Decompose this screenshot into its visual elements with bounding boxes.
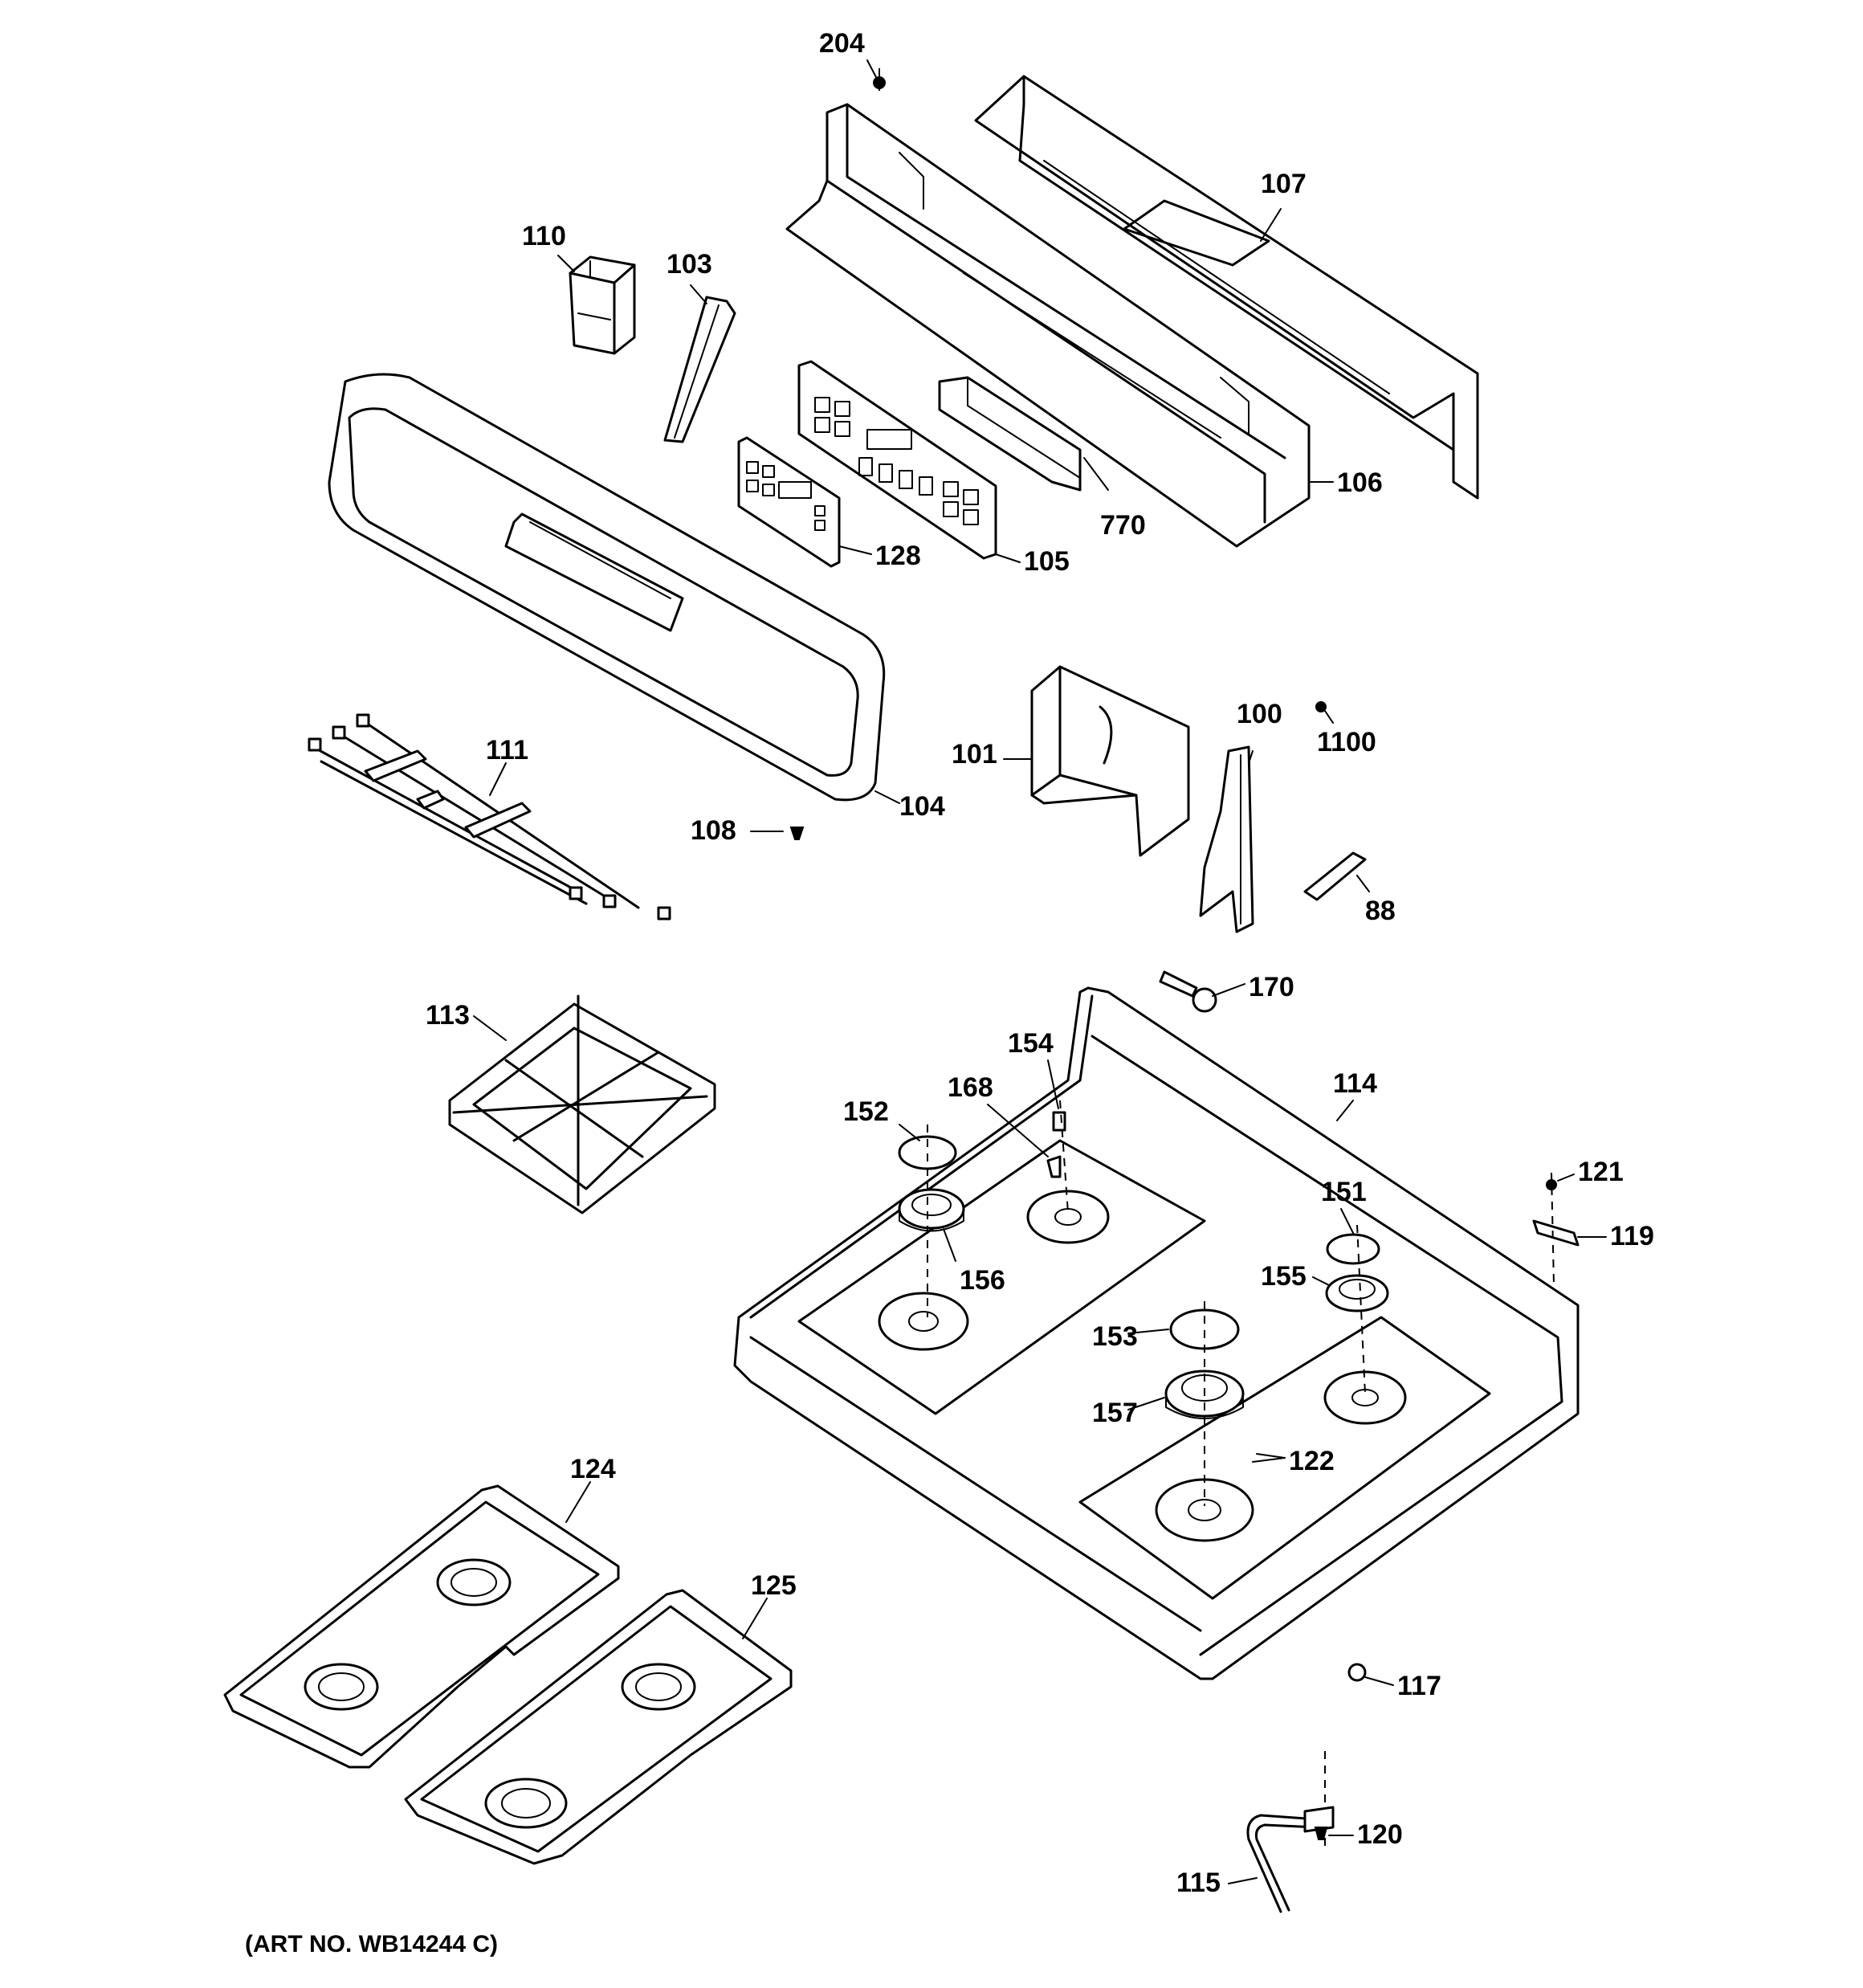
part-104-backsplash: [328, 373, 886, 802]
part-151-burner-cap: [1326, 1233, 1380, 1265]
label-152: 152: [843, 1096, 889, 1127]
part-128-overlay: [737, 436, 841, 568]
part-115-wire-bracket: [1246, 1806, 1335, 1913]
label-101: 101: [952, 739, 997, 769]
label-110: 110: [522, 221, 566, 251]
screw-1100: [1315, 701, 1327, 712]
label-114: 114: [1333, 1068, 1377, 1099]
leader-lines: [473, 59, 1607, 1884]
label-770: 770: [1100, 510, 1146, 541]
part-117-nut: [1347, 1663, 1367, 1682]
part-labels: 204 107 110 103 106 770 128 105 111 101 …: [245, 28, 1654, 1957]
part-156-burner-head: [898, 1188, 965, 1232]
label-103: 103: [667, 249, 712, 280]
part-114-cooktop: [733, 986, 1580, 1680]
part-88-clip: [1303, 851, 1367, 901]
part-125-drip-pan: [404, 1589, 793, 1865]
label-104: 104: [899, 791, 945, 822]
part-106-manifold-panel: [785, 103, 1311, 548]
part-101-bracket: [1030, 665, 1190, 857]
label-107: 107: [1261, 169, 1307, 199]
label-117: 117: [1397, 1671, 1441, 1701]
label-115: 115: [1176, 1868, 1221, 1898]
label-119: 119: [1610, 1221, 1654, 1251]
label-151: 151: [1321, 1177, 1367, 1207]
label-128: 128: [875, 541, 921, 571]
label-156: 156: [960, 1265, 1005, 1296]
label-125: 125: [751, 1570, 797, 1601]
part-107-rear-cover: [974, 75, 1479, 500]
label-121: 121: [1578, 1157, 1624, 1187]
part-770-strip: [938, 376, 1082, 492]
label-111: 111: [486, 735, 528, 765]
label-124: 124: [570, 1454, 616, 1484]
part-110-module: [569, 255, 636, 355]
label-154: 154: [1008, 1028, 1054, 1059]
part-120-screw: [1314, 1827, 1328, 1840]
label-122: 122: [1289, 1446, 1335, 1476]
label-170: 170: [1249, 972, 1294, 1002]
label-108: 108: [691, 815, 736, 846]
label-157: 157: [1092, 1398, 1138, 1428]
label-88: 88: [1365, 896, 1396, 926]
label-105: 105: [1024, 546, 1070, 577]
label-120: 120: [1357, 1819, 1403, 1850]
part-121-119-bracket: [1532, 1179, 1580, 1247]
label-155: 155: [1261, 1261, 1307, 1292]
art-number-caption: (ART NO. WB14244 C): [245, 1931, 498, 1957]
part-103-bracket: [663, 296, 736, 443]
label-106: 106: [1337, 467, 1383, 498]
part-124-drip-pan: [223, 1484, 620, 1769]
part-111-wire-harness: [308, 713, 671, 921]
label-168: 168: [948, 1072, 993, 1103]
part-113-grate: [448, 994, 716, 1214]
label-100: 100: [1237, 699, 1282, 729]
label-153: 153: [1092, 1321, 1138, 1352]
label-113: 113: [426, 1000, 470, 1031]
part-154-168-fasteners: [1046, 1111, 1066, 1178]
part-155-burner-head: [1325, 1274, 1389, 1312]
label-204: 204: [819, 28, 865, 59]
part-100-side-bracket: [1199, 745, 1254, 933]
label-1100: 1100: [1317, 727, 1376, 757]
screw-170: [1159, 970, 1217, 1013]
screw-108: [789, 827, 805, 840]
